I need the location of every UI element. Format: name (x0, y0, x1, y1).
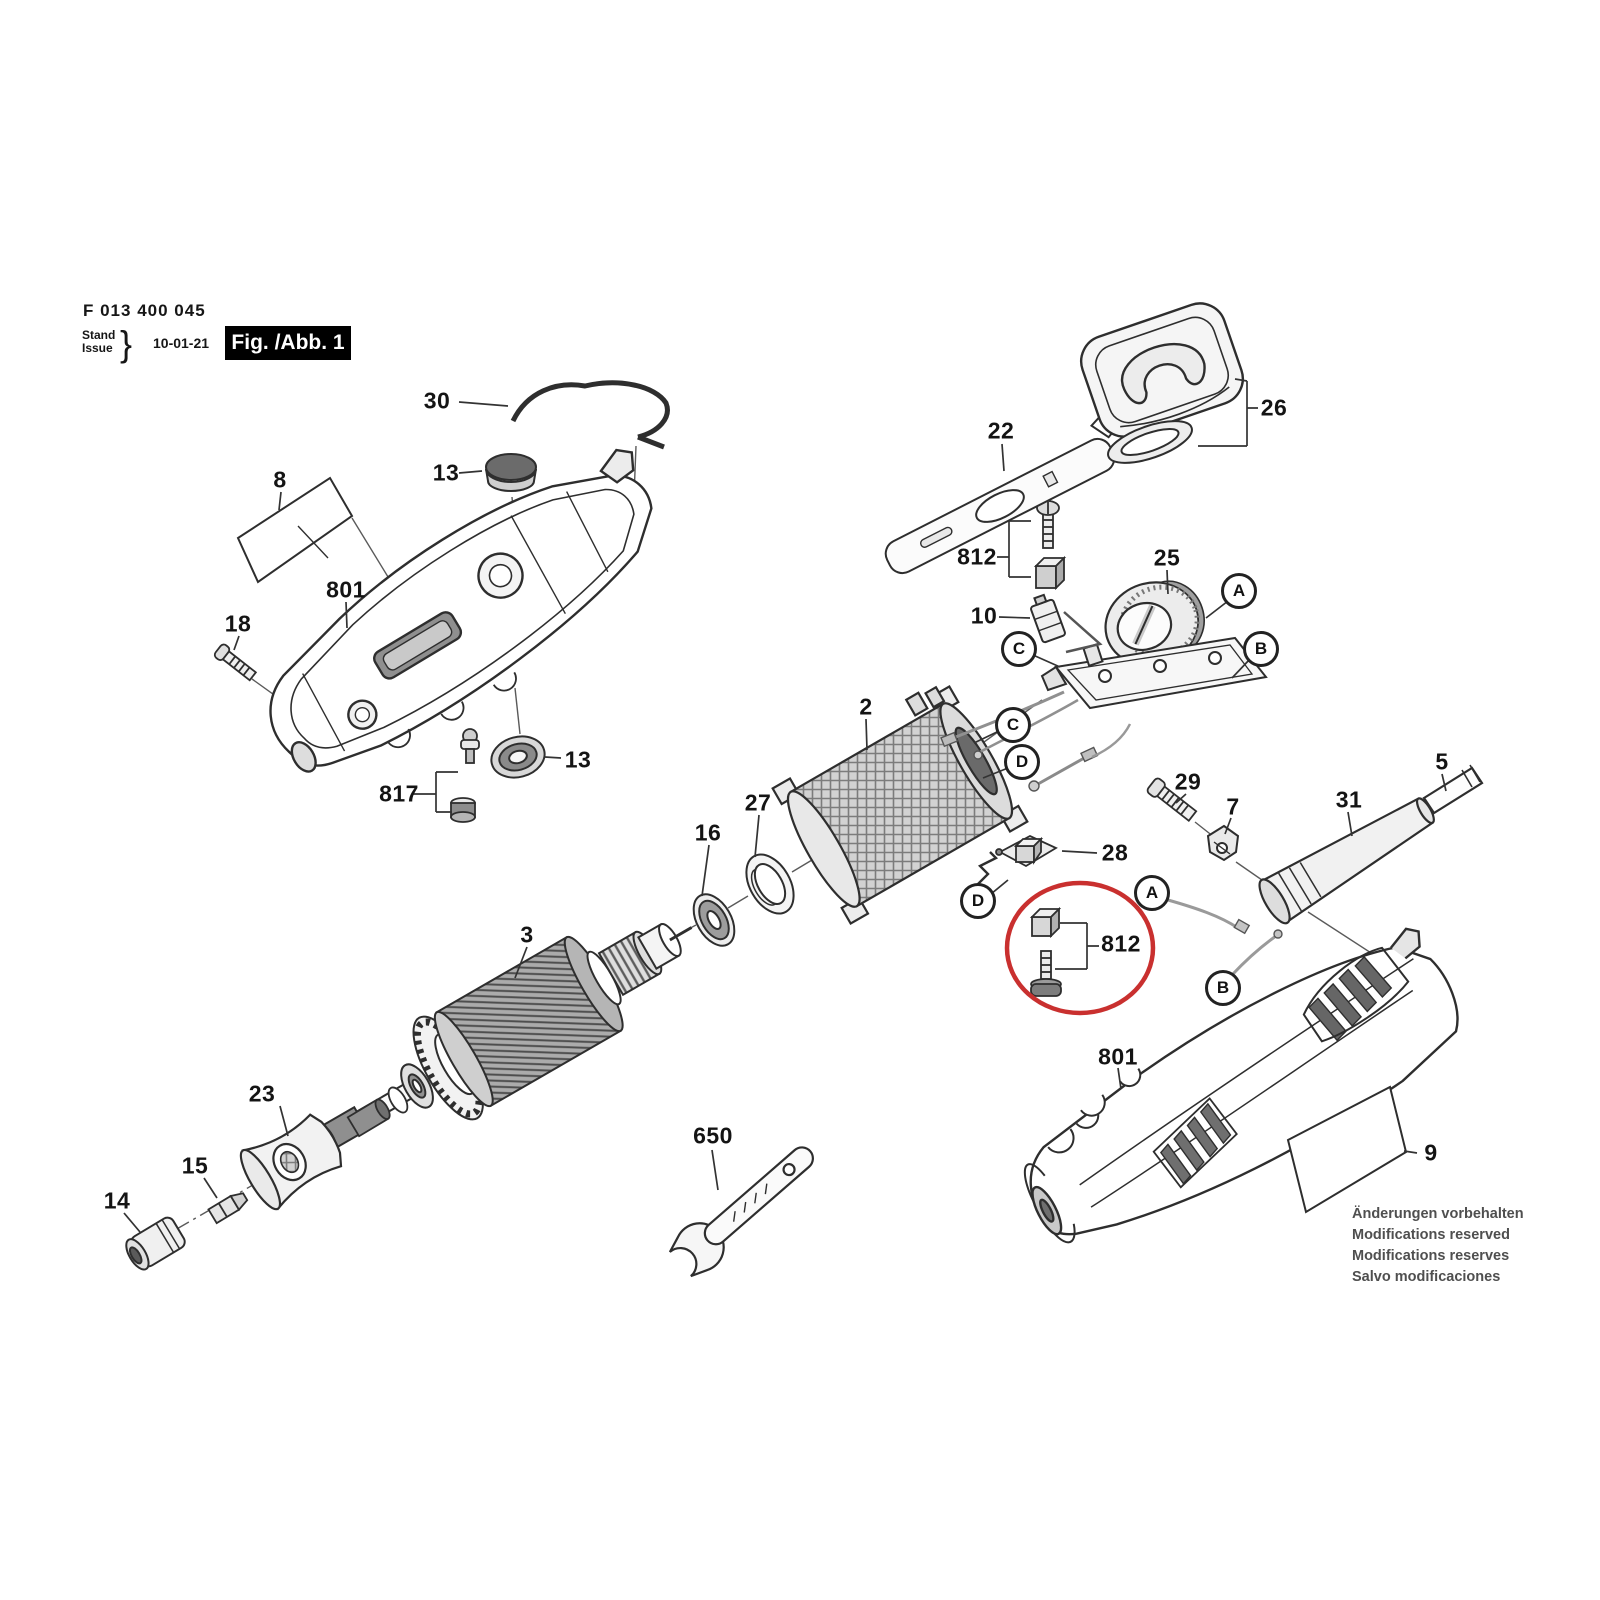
callout-a-wiring: A (1134, 875, 1170, 911)
part-label-22: 22 (987, 417, 1015, 444)
part-label-30: 30 (423, 387, 451, 414)
callout-wires-drawing (1167, 898, 1283, 977)
part-label-25: 25 (1153, 544, 1181, 571)
power-cord-5-drawing (1422, 764, 1484, 815)
motor-fan-25-drawing (1104, 580, 1205, 667)
armature-drawing (319, 923, 693, 1151)
part-label-650: 650 (693, 1122, 733, 1149)
stand-issue-label: Stand Issue (82, 329, 115, 355)
modifications-note-fr: Modifications reserves (1352, 1248, 1510, 1264)
switch-10-drawing (1030, 593, 1066, 644)
brush-set-812-upper-drawing (1033, 500, 1067, 591)
part-label-9: 9 (1424, 1139, 1438, 1166)
motor-mount-plate-drawing (1040, 636, 1268, 710)
grommet-13-drawing (490, 735, 546, 779)
part-label-13-top: 13 (432, 459, 460, 486)
part-label-5: 5 (1435, 748, 1449, 775)
callout-c-stator: C (995, 707, 1031, 743)
ring-27-drawing (745, 853, 795, 915)
bearing-16-drawing (692, 893, 736, 947)
brush-set-812-highlighted-drawing (1029, 906, 1062, 997)
part-label-801-bottom: 801 (1098, 1043, 1138, 1070)
cap-13-drawing (485, 453, 537, 492)
modifications-note-de: Änderungen vorbehalten (1352, 1206, 1524, 1222)
stand-label: Stand (82, 328, 116, 342)
part-label-31: 31 (1335, 786, 1363, 813)
part-label-801-top: 801 (326, 576, 366, 603)
part-label-26: 26 (1260, 394, 1288, 421)
callout-c-motor: C (1001, 631, 1037, 667)
part-label-13-mid: 13 (564, 746, 592, 773)
part-label-15: 15 (181, 1152, 209, 1179)
switch-slider-817-drawing (450, 728, 480, 823)
part-label-2: 2 (859, 693, 873, 720)
issue-date: 10-01-21 (153, 335, 210, 351)
part-label-3: 3 (520, 921, 534, 948)
switch-wire-drawing (1063, 611, 1103, 654)
cover-26-drawing (1080, 302, 1244, 438)
brush-holder-28-drawing (973, 834, 1058, 889)
part-label-18: 18 (224, 610, 252, 637)
figure-label: Fig. /Abb. 1 (225, 326, 351, 360)
part-label-7: 7 (1226, 793, 1240, 820)
modifications-note-es: Salvo modificaciones (1352, 1269, 1501, 1285)
part-label-10: 10 (970, 602, 998, 629)
collet-15-drawing (207, 1192, 249, 1225)
document-number: F 013 400 045 (83, 301, 206, 320)
part-label-817: 817 (379, 780, 419, 807)
nose-cap-23-drawing (239, 1113, 343, 1211)
gasket-26-drawing (1107, 420, 1193, 464)
part-label-8: 8 (273, 466, 287, 493)
part-label-29: 29 (1174, 768, 1202, 795)
cable-clamp-7-drawing (1206, 824, 1240, 862)
callout-b-housing: B (1205, 970, 1241, 1006)
washer-drawing (387, 1086, 409, 1114)
bail-handle-drawing (510, 380, 670, 450)
upper-housing-drawing (269, 448, 653, 773)
callout-d-brush: D (960, 883, 996, 919)
highlight-circle-812 (1004, 880, 1156, 1016)
spacer-drawing (346, 1098, 391, 1138)
part-label-812-top: 812 (957, 543, 997, 570)
collet-nut-14-drawing (125, 1216, 186, 1271)
part-label-16: 16 (694, 819, 722, 846)
callout-b-motor: B (1243, 631, 1279, 667)
wrench-650-drawing (668, 1146, 814, 1278)
callout-a-motor: A (1221, 573, 1257, 609)
cord-sleeve-31-drawing (1258, 797, 1435, 925)
brace-glyph: } (120, 323, 133, 364)
modifications-note-en: Modifications reserved (1352, 1227, 1510, 1243)
part-label-14: 14 (103, 1187, 131, 1214)
callout-d-stator: D (1004, 744, 1040, 780)
issue-label: Issue (82, 341, 113, 355)
stator-drawing (771, 684, 1029, 926)
lower-housing-drawing (1023, 927, 1459, 1244)
leader-lines (123, 378, 1447, 1233)
modifications-note: Änderungen vorbehalten Modifications res… (1352, 1204, 1524, 1288)
label-sticker-8-drawing (236, 476, 354, 584)
screw-18-drawing (213, 643, 258, 682)
part-label-28: 28 (1101, 839, 1129, 866)
part-label-27: 27 (744, 789, 772, 816)
part-label-23: 23 (248, 1080, 276, 1107)
part-label-812-highlighted: 812 (1101, 930, 1141, 957)
